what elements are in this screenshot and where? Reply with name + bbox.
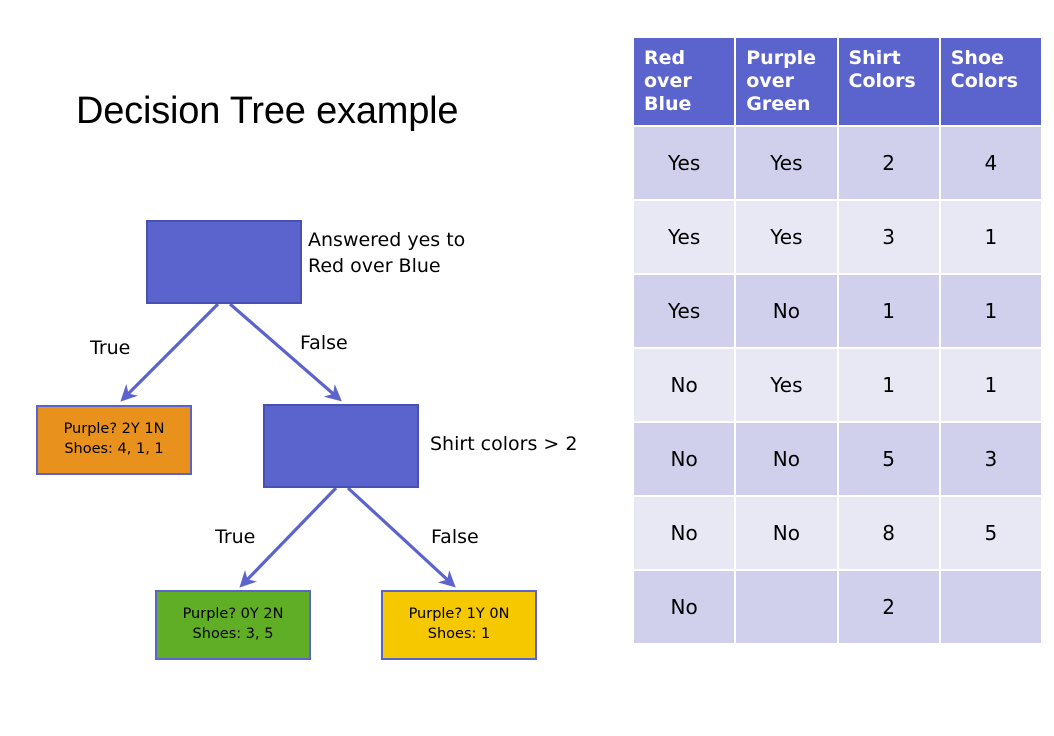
tree-leaf-yellow: Purple? 1Y 0N Shoes: 1 [381, 590, 537, 660]
table-cell-purple-over-green: No [736, 275, 837, 348]
table-cell-shirt-colors: 8 [838, 497, 939, 570]
table-cell-red-over-blue: No [634, 571, 735, 644]
table-cell-shirt-colors: 1 [838, 349, 939, 422]
table-cell-red-over-blue: Yes [634, 127, 735, 200]
tree-node-shirt-colors [263, 404, 419, 488]
tree-node-shirt-colors-label: Shirt colors > 2 [430, 433, 578, 455]
edge-label-shirt-true: True [215, 526, 256, 548]
tree-leaf-orange: Purple? 2Y 1N Shoes: 4, 1, 1 [36, 405, 192, 475]
table-cell-shoe-colors: 3 [940, 423, 1041, 496]
table-cell-red-over-blue: No [634, 349, 735, 422]
edge-label-shirt-false: False [431, 526, 479, 548]
decision-tree-panel: Decision Tree example Answered yes to Re… [36, 90, 578, 660]
table-cell-shirt-colors: 2 [838, 571, 939, 644]
table-cell-shoe-colors: 1 [940, 275, 1041, 348]
table-cell-shoe-colors: 1 [940, 349, 1041, 422]
edge-label-root-false: False [300, 332, 348, 354]
edge-label-root-true: True [90, 337, 131, 359]
table-cell-purple-over-green: Yes [736, 349, 837, 422]
table-row: No 2 [634, 571, 1041, 644]
tree-leaf-yellow-line2: Shoes: 1 [427, 626, 491, 642]
table-cell-red-over-blue: Yes [634, 275, 735, 348]
table-cell-red-over-blue: Yes [634, 201, 735, 274]
table-cell-shirt-colors: 5 [838, 423, 939, 496]
table-cell-shirt-colors: 2 [838, 127, 939, 200]
table-cell-purple-over-green: No [736, 423, 837, 496]
tree-leaf-green-line2: Shoes: 3, 5 [192, 626, 274, 642]
table-cell-purple-over-green [736, 571, 837, 644]
table-cell-shirt-colors: 1 [838, 275, 939, 348]
data-table: Red over Blue Purple over Green Shirt Co… [632, 36, 1043, 645]
table-cell-purple-over-green: Yes [736, 127, 837, 200]
tree-leaf-green: Purple? 0Y 2N Shoes: 3, 5 [155, 590, 311, 660]
tree-node-root-label: Answered yes to Red over Blue [308, 229, 466, 277]
table-cell-purple-over-green: Yes [736, 201, 837, 274]
tree-leaf-yellow-line1: Purple? 1Y 0N [408, 606, 510, 623]
table-cell-shirt-colors: 3 [838, 201, 939, 274]
tree-node-root [146, 220, 302, 304]
column-header-shirt-colors: Shirt Colors [838, 38, 939, 126]
table-cell-shoe-colors: 1 [940, 201, 1041, 274]
column-header-red-over-blue: Red over Blue [634, 38, 735, 126]
table-cell-shoe-colors: 5 [940, 497, 1041, 570]
table-cell-red-over-blue: No [634, 497, 735, 570]
column-header-shoe-colors: Shoe Colors [940, 38, 1041, 126]
table-header-row: Red over Blue Purple over Green Shirt Co… [634, 38, 1041, 126]
table-cell-purple-over-green: No [736, 497, 837, 570]
tree-leaf-green-line1: Purple? 0Y 2N [182, 606, 284, 623]
tree-leaf-orange-line1: Purple? 2Y 1N [63, 421, 165, 438]
page-title: Decision Tree example [76, 90, 459, 132]
tree-leaf-orange-line2: Shoes: 4, 1, 1 [64, 441, 164, 457]
table-cell-red-over-blue: No [634, 423, 735, 496]
column-header-purple-over-green: Purple over Green [736, 38, 837, 126]
table-cell-shoe-colors [940, 571, 1041, 644]
tree-edges [120, 302, 456, 588]
table-cell-shoe-colors: 4 [940, 127, 1041, 200]
